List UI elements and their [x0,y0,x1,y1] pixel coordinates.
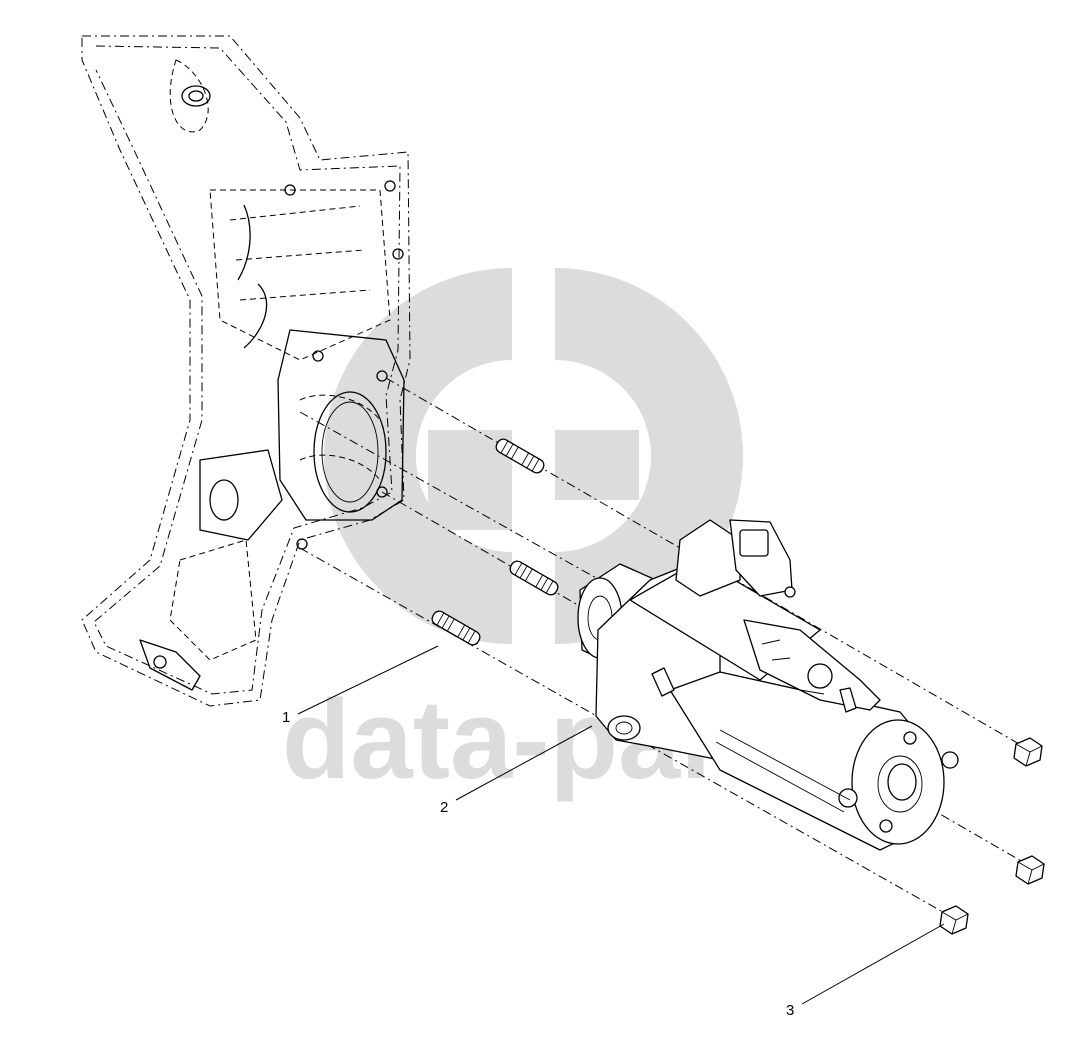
nuts [939,737,1045,935]
leader-line-2 [455,725,593,801]
stud-lower [431,610,481,646]
studs [431,438,559,646]
flywheel-housing [81,35,411,707]
nut-middle [1015,855,1045,885]
stud-upper [495,438,545,474]
callouts: 1 2 3 [282,645,945,1019]
callout-2: 2 [440,799,448,816]
stud-middle [509,560,559,596]
starter-motor [577,519,959,851]
leader-line-3 [801,923,945,1005]
leader-line-1 [297,645,439,715]
nut-upper [1013,737,1043,767]
nut-lower [939,905,969,935]
callout-3: 3 [786,1002,794,1019]
callout-1: 1 [282,709,290,726]
